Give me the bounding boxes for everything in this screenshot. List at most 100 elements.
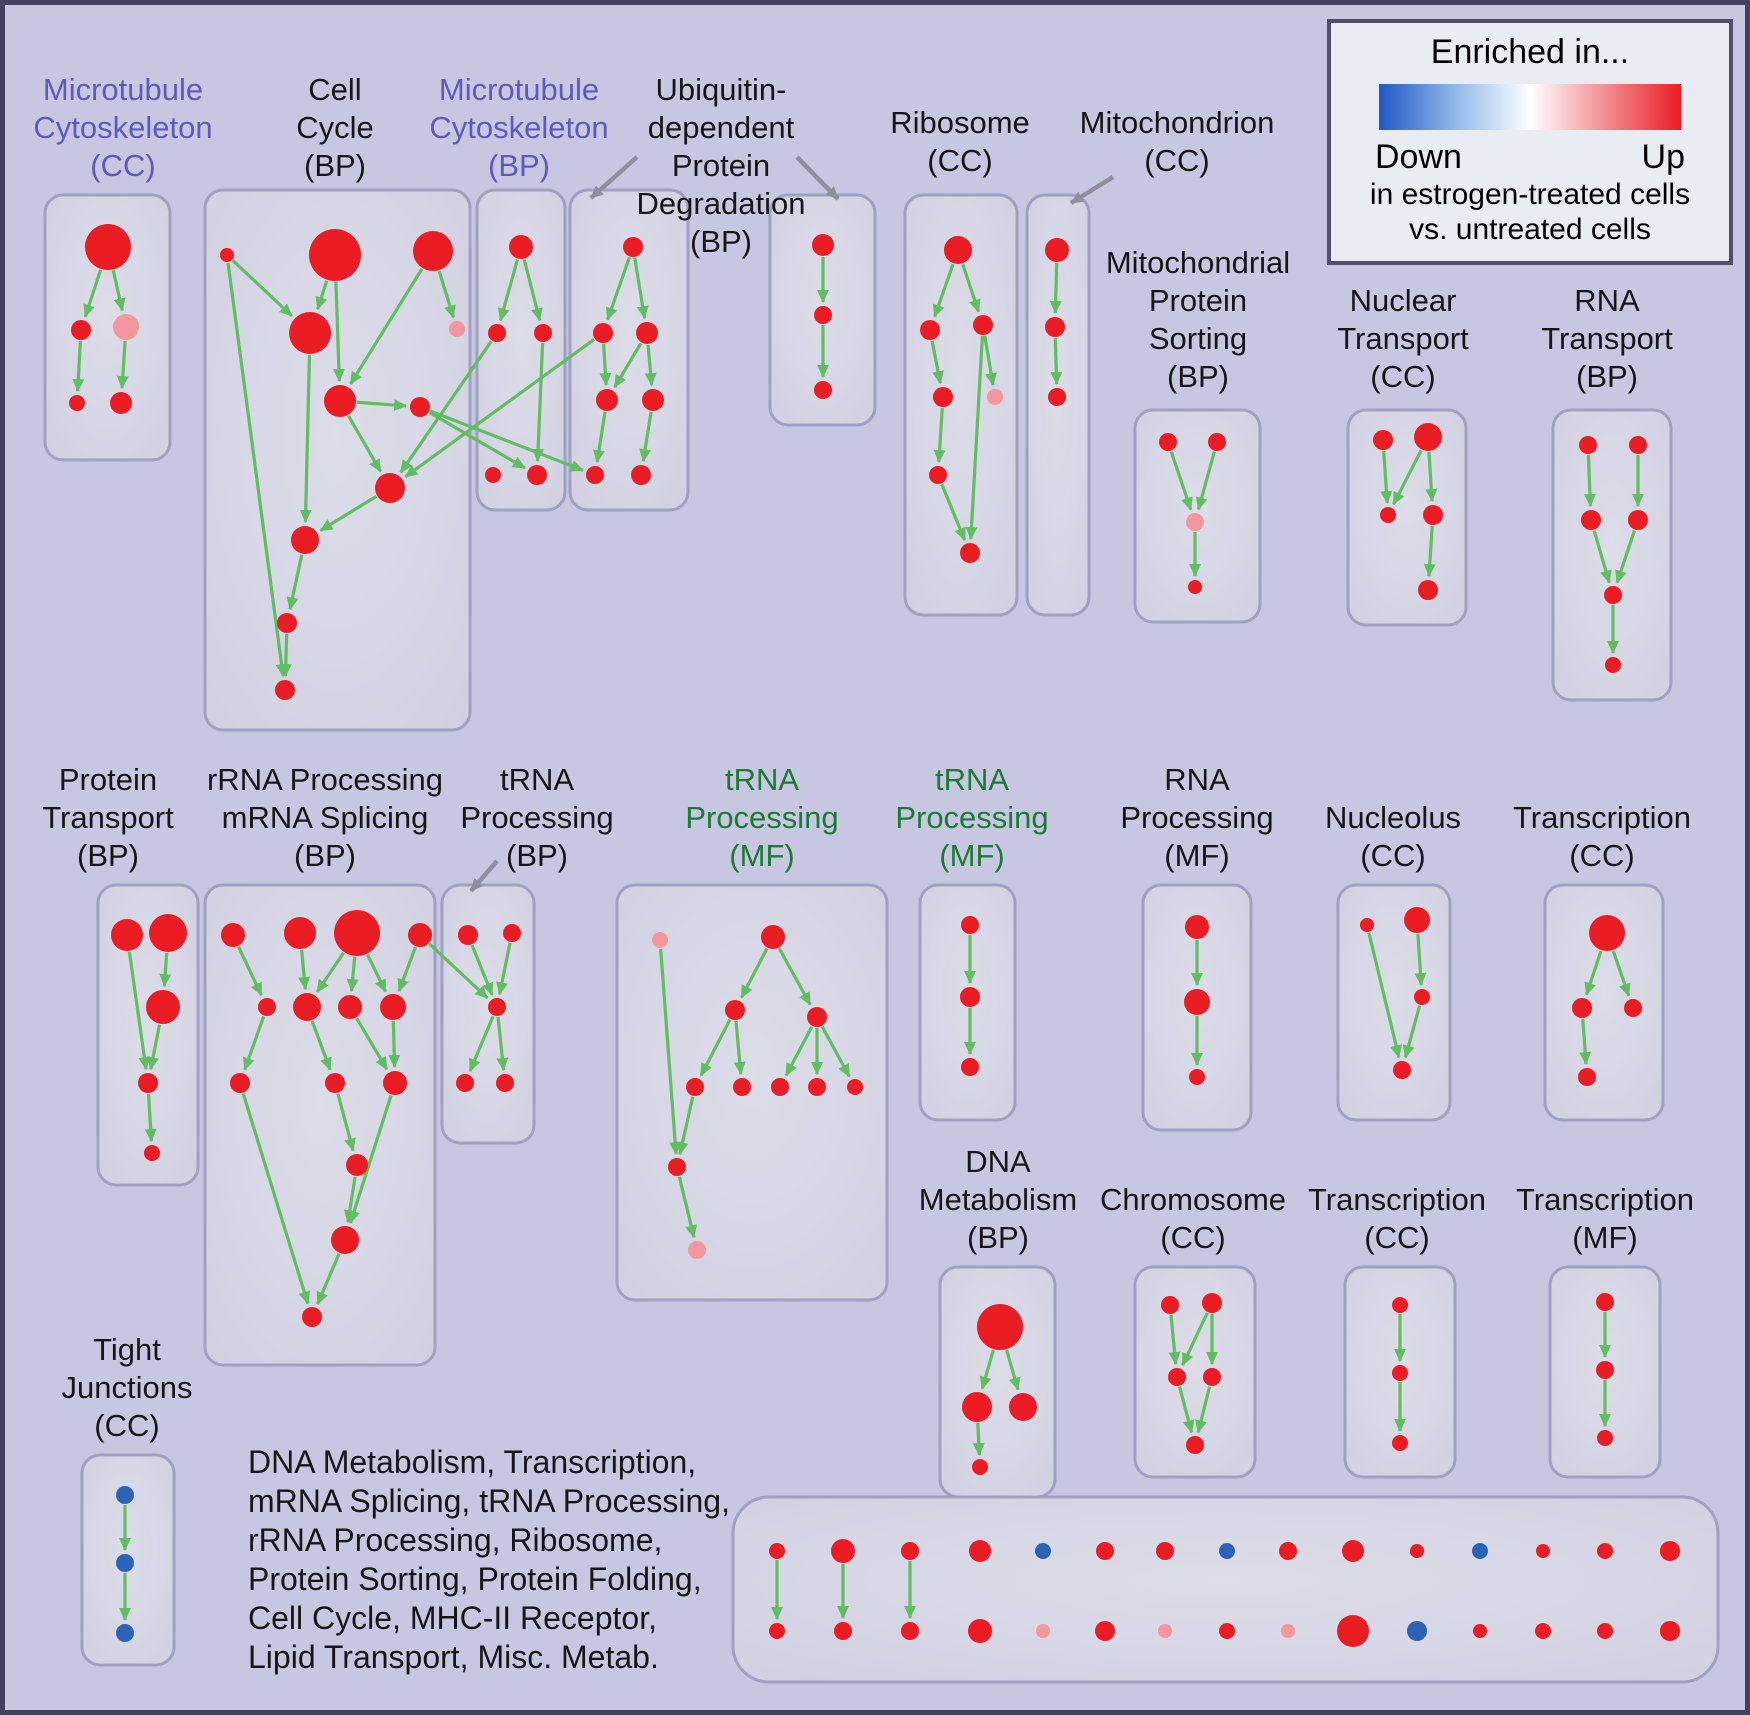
edge	[83, 269, 103, 318]
node-red	[1660, 1541, 1680, 1561]
node-red	[1202, 1293, 1222, 1313]
edge	[159, 952, 172, 988]
group-box-nucleolus	[1336, 883, 1452, 1122]
node-red	[973, 315, 993, 335]
edge	[1402, 1005, 1422, 1059]
group-label-misc-cluster: DNA Metabolism, Transcription,mRNA Splic…	[248, 1444, 730, 1675]
node-red	[1393, 1061, 1411, 1079]
node-red	[847, 1079, 863, 1095]
node-red	[668, 1158, 686, 1176]
edge	[1181, 1312, 1209, 1367]
node-red	[623, 237, 643, 257]
node-red	[1095, 1621, 1115, 1641]
node-blue	[116, 1486, 134, 1504]
node-red	[1184, 989, 1210, 1015]
group-box-bottom-misc	[731, 1495, 1720, 1684]
edge	[237, 946, 263, 997]
edge	[940, 483, 967, 541]
annotation-arrow	[795, 155, 840, 201]
node-blue	[116, 1624, 134, 1642]
edge	[470, 944, 494, 996]
node-red	[1203, 1368, 1221, 1386]
node-red	[834, 1622, 852, 1640]
edge	[983, 335, 997, 387]
edge	[644, 344, 657, 387]
edge	[356, 399, 408, 412]
edge	[1195, 451, 1216, 511]
node-red	[968, 1619, 992, 1643]
group-label-chromosome: Chromosome(CC)	[1100, 1182, 1286, 1255]
node-red	[771, 1078, 789, 1096]
legend-gradient-bar	[1379, 84, 1681, 130]
group-box-protein-transport	[96, 883, 200, 1187]
node-red	[969, 1540, 991, 1562]
node-red	[221, 923, 245, 947]
node-red	[1392, 1435, 1408, 1451]
node-red	[1629, 436, 1647, 454]
node-red	[324, 385, 356, 417]
node-red	[808, 1078, 826, 1096]
legend-downup-row: Down Up	[1331, 138, 1729, 177]
group-box-chromosome	[1133, 1265, 1257, 1479]
node-red	[69, 395, 85, 411]
node-red	[593, 323, 613, 343]
edge	[1611, 950, 1631, 997]
edge	[399, 340, 493, 474]
node-red	[1423, 505, 1443, 525]
group-label-transcription-cc-1: Transcription(CC)	[1513, 800, 1691, 873]
node-red	[977, 1304, 1023, 1350]
edge	[346, 956, 359, 993]
node-red	[1410, 1544, 1424, 1558]
node-red	[1009, 1393, 1037, 1421]
node-red	[1392, 1297, 1408, 1313]
group-label-nucleolus: Nucleolus(CC)	[1325, 800, 1461, 873]
node-red	[1279, 1542, 1297, 1560]
node-red	[110, 392, 132, 414]
edge	[532, 342, 545, 463]
legend: Enriched in... Down Up in estrogen-treat…	[1327, 19, 1733, 265]
group-box-ribosome	[903, 193, 1019, 617]
edge	[315, 280, 329, 311]
edge	[241, 1093, 311, 1305]
edge	[1423, 525, 1436, 578]
group-box-rna-transport	[1551, 408, 1673, 702]
group-box-transcription-cc-1	[1543, 883, 1665, 1122]
node-red	[138, 1073, 158, 1093]
node-red	[1342, 1540, 1364, 1562]
node-pink	[652, 932, 668, 948]
edge	[784, 1025, 814, 1077]
group-box-ubiquitin-left	[568, 188, 690, 512]
node-red	[769, 1623, 785, 1639]
node-blue	[1472, 1543, 1488, 1559]
node-red	[944, 236, 972, 264]
node-red	[807, 1007, 827, 1027]
edge	[299, 354, 312, 524]
edge	[1005, 1349, 1021, 1391]
edge	[231, 259, 293, 318]
node-pink	[987, 389, 1003, 405]
node-red	[636, 322, 658, 344]
edge	[1392, 449, 1423, 506]
edge	[116, 340, 129, 390]
node-red	[812, 234, 834, 256]
node-red	[485, 467, 501, 483]
edge	[1414, 933, 1427, 987]
edge	[740, 947, 769, 999]
node-red	[1473, 1624, 1487, 1638]
node-red	[220, 248, 234, 262]
edge	[316, 1253, 341, 1306]
node-red	[1168, 1368, 1186, 1386]
node-red	[111, 919, 143, 951]
edge	[1049, 262, 1062, 315]
node-red	[1392, 1365, 1408, 1381]
node-red	[960, 543, 980, 563]
node-red	[920, 320, 940, 340]
edge	[930, 340, 944, 385]
node-red	[1161, 1296, 1179, 1314]
